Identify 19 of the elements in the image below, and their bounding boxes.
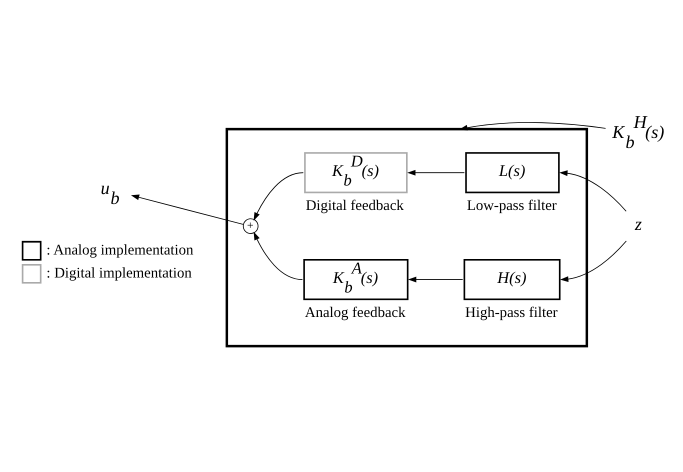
node-text: z [634,214,642,234]
node-label: High-pass filter [465,304,558,321]
arrow [254,172,304,221]
arrow [408,276,464,282]
arrow [559,170,627,212]
node-box: L(s) [465,152,560,194]
arrow [130,194,244,225]
node-label: Analog feedback [304,304,406,321]
legend-label: : Analog implementation [46,242,194,258]
cluster [226,128,588,348]
node-label: Low-pass filter [466,198,557,214]
node-circle: + [242,218,258,234]
legend-label: : Digital implementation [46,265,192,282]
node-box: H(s) [464,259,561,300]
node-label: Digital feedback [306,198,404,214]
arrow [254,232,303,280]
arrow [459,122,606,131]
arrow [560,240,627,282]
arrow [407,170,465,176]
